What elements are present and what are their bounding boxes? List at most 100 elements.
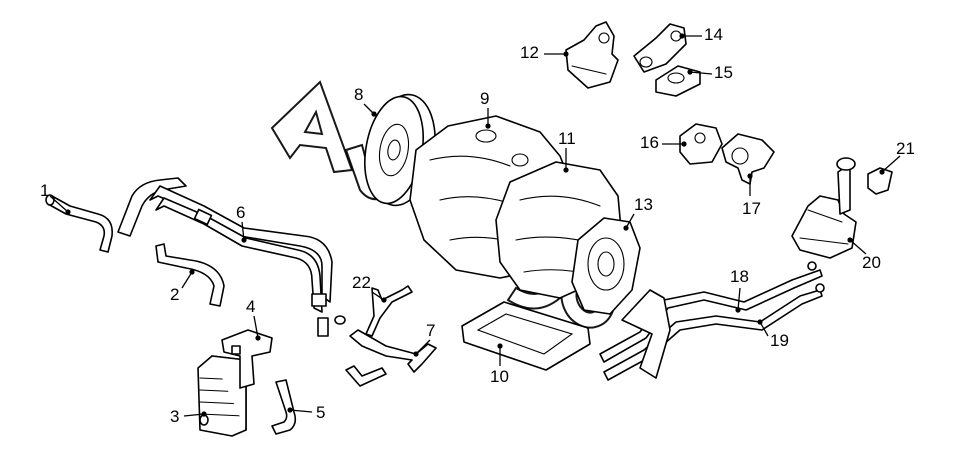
callout-number-19: 19 (770, 331, 789, 350)
callout-dot-14 (679, 33, 685, 39)
callout-dot-12 (563, 51, 569, 57)
callout-17: 17 (742, 173, 761, 218)
callout-number-14: 14 (704, 25, 723, 44)
callout-dot-10 (497, 343, 503, 349)
callout-number-4: 4 (246, 297, 255, 316)
callout-number-15: 15 (714, 63, 733, 82)
callout-15: 15 (687, 63, 733, 82)
callout-dot-11 (563, 167, 569, 173)
callout-dot-17 (747, 173, 753, 179)
callout-number-9: 9 (480, 89, 489, 108)
callout-dot-7 (413, 351, 419, 357)
callout-leader-4 (253, 315, 259, 339)
callout-dot-15 (687, 69, 693, 75)
part-13-cover (571, 217, 641, 315)
part-5-hose (271, 379, 297, 435)
callout-10: 10 (490, 343, 509, 386)
part-1-hose (45, 194, 114, 253)
callout-6: 6 (236, 203, 247, 243)
callout-dot-19 (757, 319, 763, 325)
callout-dot-5 (287, 407, 293, 413)
callout-number-17: 17 (742, 199, 761, 218)
callout-number-21: 21 (896, 139, 915, 158)
callout-dot-4 (255, 335, 261, 341)
callout-number-1: 1 (40, 181, 49, 200)
part-10-oil-pan (461, 301, 591, 371)
callout-13: 13 (623, 195, 653, 231)
callout-leader-3 (183, 413, 205, 417)
part-17-mount-bracket (721, 133, 775, 185)
callout-dot-9 (485, 123, 491, 129)
callout-3: 3 (170, 407, 207, 426)
callout-8: 8 (354, 85, 377, 117)
callout-leader-7 (415, 339, 431, 355)
callout-2: 2 (170, 269, 195, 304)
callout-number-12: 12 (520, 43, 539, 62)
callout-7: 7 (413, 321, 435, 357)
callout-number-3: 3 (170, 407, 179, 426)
part-20-shifter-housing (791, 157, 857, 259)
callout-number-20: 20 (862, 253, 881, 272)
callout-dot-2 (189, 269, 195, 275)
callout-number-11: 11 (558, 129, 576, 148)
callout-18: 18 (730, 267, 749, 313)
callout-number-7: 7 (426, 321, 435, 340)
part-12-mount (565, 21, 619, 89)
callout-dot-3 (201, 411, 207, 417)
callout-5: 5 (287, 403, 325, 422)
callout-number-13: 13 (634, 195, 653, 214)
callout-20: 20 (847, 237, 881, 272)
callout-dot-20 (847, 237, 853, 243)
callout-dot-6 (241, 237, 247, 243)
part-15-bushing (655, 65, 701, 97)
callout-leader-5 (289, 409, 313, 413)
callout-leader-6 (241, 221, 245, 241)
callout-number-5: 5 (316, 403, 325, 422)
callout-number-10: 10 (490, 367, 509, 386)
callout-dot-22 (381, 297, 387, 303)
watermark-letter-a (270, 80, 354, 174)
callout-leader-13 (625, 213, 635, 229)
callout-number-6: 6 (236, 203, 245, 222)
callout-22: 22 (352, 273, 387, 303)
part-6-cooler-lines (117, 177, 346, 337)
callout-dot-8 (371, 111, 377, 117)
callout-16: 16 (640, 133, 687, 152)
callout-19: 19 (757, 319, 789, 350)
callout-number-18: 18 (730, 267, 749, 286)
callout-11: 11 (558, 129, 576, 173)
callout-leader-15 (689, 71, 713, 75)
part-22-pipe (365, 285, 413, 337)
callout-12: 12 (520, 43, 569, 62)
part-2-hose (155, 243, 225, 307)
part-21-shift-knob (867, 167, 893, 195)
callout-number-22: 22 (352, 273, 371, 292)
callout-leader-20 (849, 239, 867, 255)
callout-leader-18 (737, 287, 741, 311)
part-3-oil-cooler (197, 355, 247, 437)
callout-9: 9 (480, 89, 491, 129)
callout-number-2: 2 (170, 285, 179, 304)
callout-leader-2 (181, 271, 193, 289)
part-18-19-shift-cables (599, 261, 825, 381)
part-16-mount (679, 123, 723, 165)
callout-leader-21 (881, 155, 901, 173)
callout-1: 1 (40, 181, 71, 215)
callout-dot-1 (65, 209, 71, 215)
part-4-bracket (221, 329, 273, 389)
callout-dot-16 (681, 141, 687, 147)
callout-21: 21 (879, 139, 915, 175)
callout-leader-1 (49, 195, 69, 213)
part-7-hose (345, 329, 437, 387)
callout-number-16: 16 (640, 133, 659, 152)
callout-leader-19 (759, 321, 769, 337)
part-14-mount-bracket (633, 23, 687, 73)
callout-dot-18 (735, 307, 741, 313)
callout-dot-13 (623, 225, 629, 231)
callout-dot-21 (879, 169, 885, 175)
callout-14: 14 (679, 25, 723, 44)
callout-number-8: 8 (354, 85, 363, 104)
